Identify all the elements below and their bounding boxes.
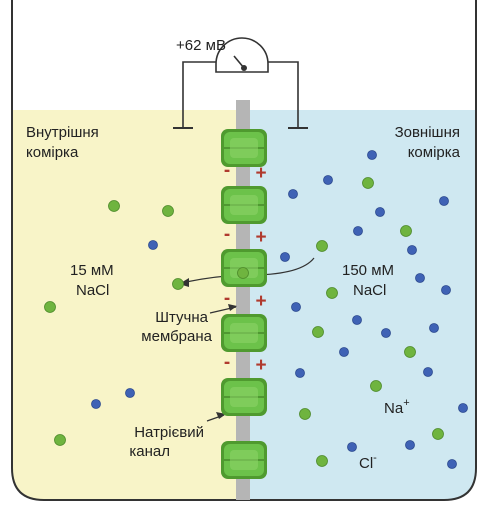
voltmeter [215, 37, 269, 73]
chloride-ion [352, 315, 362, 325]
chloride-ion [280, 252, 290, 262]
chloride-ion [441, 285, 451, 295]
chloride-ion [295, 368, 305, 378]
negative-charge-sign: - [224, 224, 230, 245]
inner-cell-label-2: комірка [26, 144, 79, 161]
sodium-channel [221, 314, 267, 352]
outer-concentration: 150 мМ [342, 262, 394, 279]
chloride-ion [291, 302, 301, 312]
chloride-ion [407, 245, 417, 255]
sodium-ion [237, 267, 249, 279]
chloride-ion [447, 459, 457, 469]
membrane-label: Штучна [155, 309, 208, 326]
chloride-ion [353, 226, 363, 236]
sodium-ion [54, 434, 66, 446]
voltmeter-reading: +62 мВ [176, 37, 226, 54]
sodium-ion [370, 380, 382, 392]
chloride-ion [405, 440, 415, 450]
negative-charge-sign: - [224, 160, 230, 181]
chloride-ion [367, 150, 377, 160]
inner-electrode-wire [182, 61, 218, 128]
membrane-label-2: мембрана [141, 328, 212, 345]
inner-concentration: 15 мМ [70, 262, 114, 279]
outer-cell-label: Зовнішня [395, 124, 460, 141]
channel-label-2: канал [129, 443, 170, 460]
positive-charge-sign: + [255, 291, 266, 312]
sodium-ion [299, 408, 311, 420]
sodium-ion [400, 225, 412, 237]
outer-cell-label-2: комірка [408, 144, 461, 161]
negative-charge-sign: - [224, 288, 230, 309]
positive-charge-sign: + [255, 227, 266, 248]
sodium-ion [404, 346, 416, 358]
chloride-ion [429, 323, 439, 333]
sodium-channel [221, 441, 267, 479]
sodium-ion [162, 205, 174, 217]
sodium-ion [172, 278, 184, 290]
chloride-ion [125, 388, 135, 398]
sodium-channel [221, 129, 267, 167]
sodium-ion [312, 326, 324, 338]
sodium-ion [108, 200, 120, 212]
chloride-ion [148, 240, 158, 250]
sodium-ion [316, 455, 328, 467]
positive-charge-sign: + [255, 163, 266, 184]
outer-solution [248, 110, 476, 500]
inner-salt: NaCl [76, 282, 109, 299]
chloride-ion [439, 196, 449, 206]
outer-electrode-wire [266, 61, 299, 128]
sodium-ion-label: Na+ [384, 397, 410, 417]
inner-solution [12, 110, 238, 500]
sodium-ion [326, 287, 338, 299]
sodium-ion [44, 301, 56, 313]
sodium-channel [221, 378, 267, 416]
chloride-ion [347, 442, 357, 452]
chloride-ion [288, 189, 298, 199]
chloride-ion [375, 207, 385, 217]
chloride-ion [423, 367, 433, 377]
sodium-ion [432, 428, 444, 440]
chloride-ion [323, 175, 333, 185]
membrane-pointer-head [228, 304, 237, 311]
chloride-ion [91, 399, 101, 409]
outer-salt: NaCl [353, 282, 386, 299]
negative-charge-sign: - [224, 352, 230, 373]
channel-label: Натрієвий [134, 424, 204, 441]
chloride-ion-label: Cl- [359, 452, 377, 472]
chloride-ion [339, 347, 349, 357]
sodium-ion [316, 240, 328, 252]
chloride-ion [381, 328, 391, 338]
chloride-ion [458, 403, 468, 413]
positive-charge-sign: + [255, 355, 266, 376]
inner-cell-label: Внутрішня [26, 124, 99, 141]
chloride-ion [415, 273, 425, 283]
sodium-ion [362, 177, 374, 189]
sodium-channel [221, 186, 267, 224]
